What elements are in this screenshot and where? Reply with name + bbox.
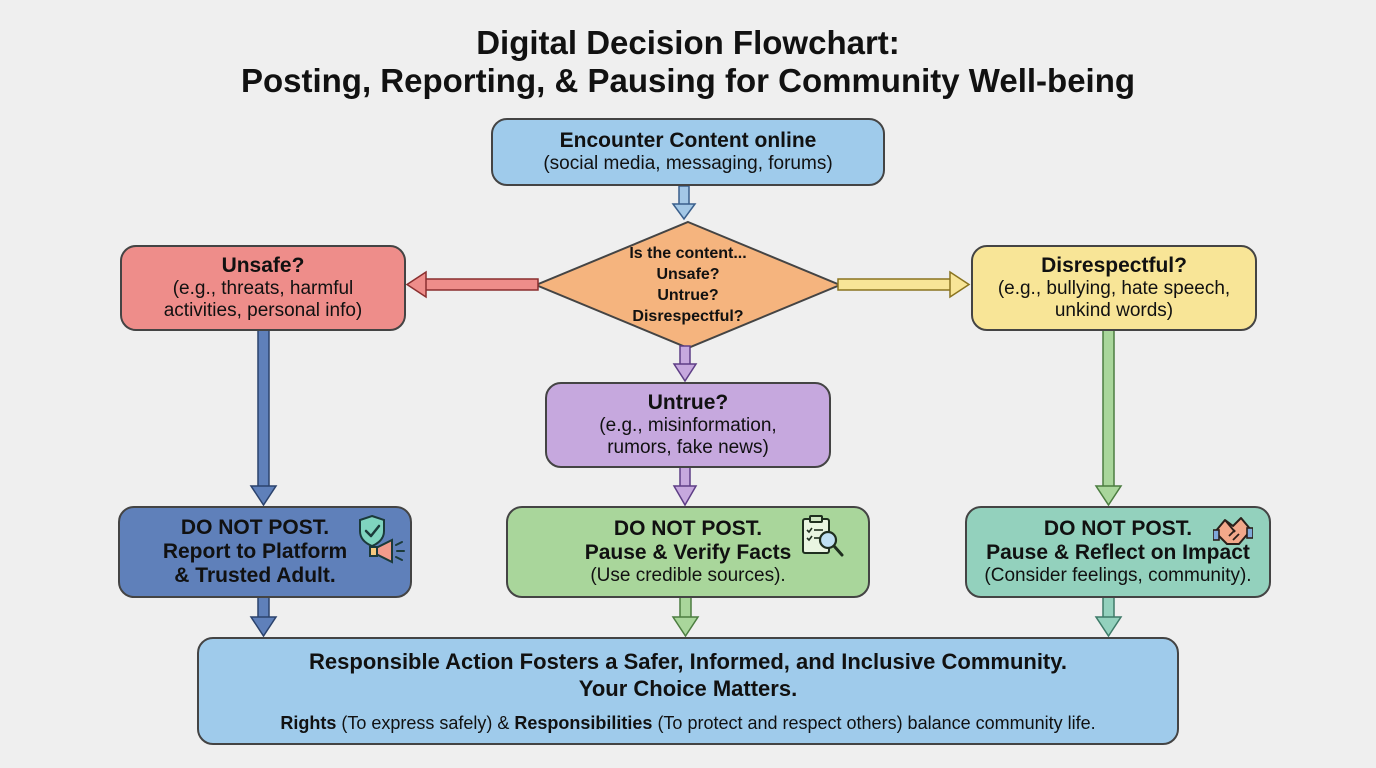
connector-start-decision [678, 185, 690, 207]
action-unsafe-line-2: Report to Platform [162, 540, 348, 563]
connector-decision-untrue [679, 345, 691, 367]
disrespectful-heading: Disrespectful? [1041, 254, 1187, 277]
action-unsafe-line-3: & Trusted Adult. [174, 564, 336, 587]
outcome-line-2: Your Choice Matters. [578, 676, 798, 701]
disrespectful-line-1: (e.g., bullying, hate speech, [997, 278, 1231, 299]
unsafe-node: Unsafe? (e.g., threats, harmful activiti… [120, 245, 406, 331]
decision-intro: Is the content... [629, 245, 747, 262]
title-line-2: Posting, Reporting, & Pausing for Commun… [240, 62, 1136, 99]
start-heading: Encounter Content online [559, 129, 817, 152]
decision-option-unsafe: Unsafe? [656, 266, 720, 283]
outcome-node: Responsible Action Fosters a Safer, Info… [197, 637, 1179, 745]
arrowhead-decision-untrue [672, 363, 698, 383]
connector-decision-unsafe [423, 278, 539, 291]
connector-disrespectful-action [1102, 329, 1115, 489]
action-disrespectful-line-2: Pause & Reflect on Impact [986, 541, 1250, 564]
untrue-line-1: (e.g., misinformation, [599, 415, 777, 436]
arrowhead-action-unsafe-outcome [249, 616, 278, 638]
unsafe-heading: Unsafe? [221, 254, 305, 277]
responsibilities-label: Responsibilities [514, 713, 653, 733]
start-subtext: (social media, messaging, forums) [543, 153, 833, 174]
arrowhead-decision-disrespectful [949, 270, 971, 299]
unsafe-line-2: activities, personal info) [163, 300, 363, 321]
connector-decision-disrespectful [837, 278, 953, 291]
handshake-icon [1213, 517, 1253, 545]
decision-option-disrespectful: Disrespectful? [632, 308, 744, 325]
untrue-heading: Untrue? [647, 391, 729, 414]
diagram-title: Digital Decision Flowchart: Posting, Rep… [0, 24, 1376, 100]
action-disrespectful-node: DO NOT POST. Pause & Reflect on Impact (… [965, 506, 1271, 598]
rights-text: (To express safely) & [336, 713, 515, 733]
connector-action-disrespectful-outcome [1102, 596, 1115, 620]
arrowhead-decision-unsafe [405, 270, 427, 299]
action-untrue-line-3: (Use credible sources). [590, 565, 786, 586]
rights-label: Rights [280, 713, 337, 733]
action-untrue-line-1: DO NOT POST. [613, 517, 763, 540]
disrespectful-line-2: unkind words) [1054, 300, 1174, 321]
title-line-1: Digital Decision Flowchart: [476, 24, 900, 61]
connector-unsafe-action [257, 329, 270, 489]
action-disrespectful-line-3: (Consider feelings, community). [984, 565, 1252, 586]
arrowhead-start-decision [671, 203, 697, 221]
arrowhead-action-untrue-outcome [671, 616, 700, 638]
untrue-node: Untrue? (e.g., misinformation, rumors, f… [545, 382, 831, 468]
action-unsafe-node: DO NOT POST. Report to Platform & Truste… [118, 506, 412, 598]
arrowhead-untrue-action [672, 485, 698, 507]
outcome-rights-statement: Rights (To express safely) & Responsibil… [280, 712, 1095, 734]
action-disrespectful-line-1: DO NOT POST. [1043, 517, 1193, 540]
unsafe-line-1: (e.g., threats, harmful [172, 278, 354, 299]
decision-option-untrue: Untrue? [657, 287, 719, 304]
action-unsafe-line-1: DO NOT POST. [180, 516, 330, 539]
action-untrue-line-2: Pause & Verify Facts [584, 541, 792, 564]
outcome-line-1: Responsible Action Fosters a Safer, Info… [309, 649, 1067, 674]
connector-untrue-action [679, 465, 691, 489]
decision-node: Is the content... Unsafe? Untrue? Disres… [560, 244, 816, 326]
connector-action-unsafe-outcome [257, 596, 270, 620]
arrowhead-action-disrespectful-outcome [1094, 616, 1123, 638]
disrespectful-node: Disrespectful? (e.g., bullying, hate spe… [971, 245, 1257, 331]
start-node: Encounter Content online (social media, … [491, 118, 885, 186]
shield-megaphone-icon [359, 514, 405, 564]
arrowhead-unsafe-action [249, 485, 278, 507]
responsibilities-text: (To protect and respect others) balance … [652, 713, 1096, 733]
untrue-line-2: rumors, fake news) [607, 437, 769, 458]
connector-action-untrue-outcome [679, 596, 692, 620]
clipboard-magnifier-icon [802, 515, 844, 557]
action-untrue-node: DO NOT POST. Pause & Verify Facts (Use c… [506, 506, 870, 598]
arrowhead-disrespectful-action [1094, 485, 1123, 507]
